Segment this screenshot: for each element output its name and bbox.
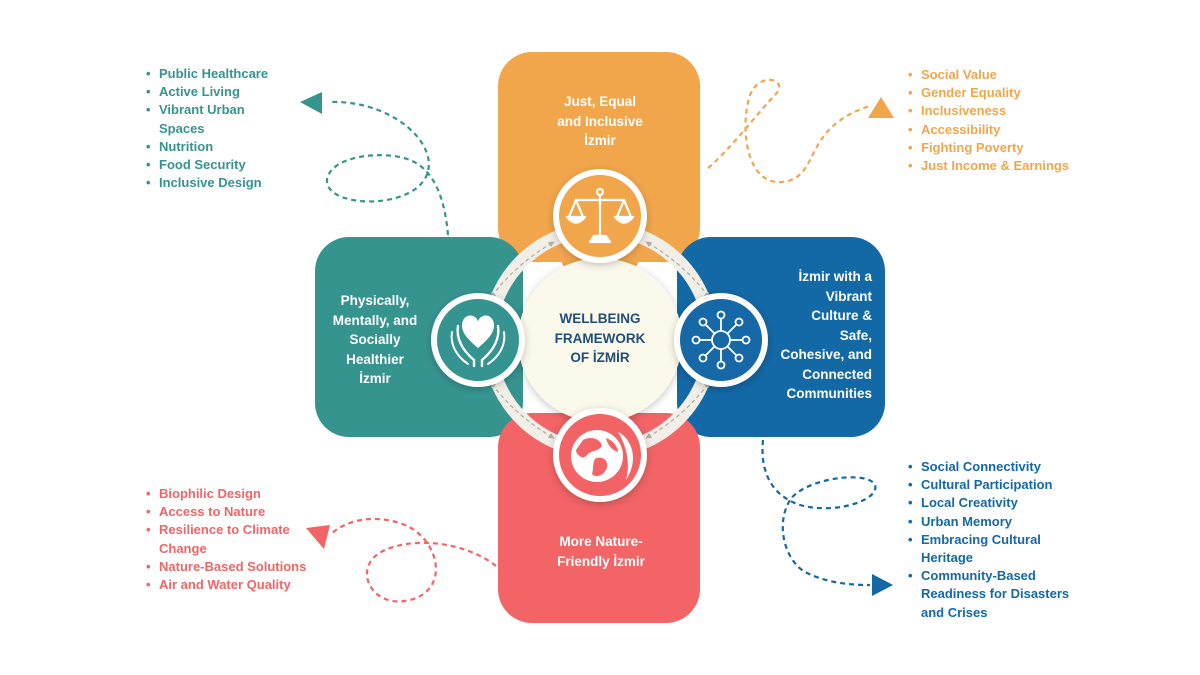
list-item: Inclusive Design (146, 174, 316, 192)
list-item: Access to Nature (146, 503, 326, 521)
loop-connector-teal (300, 92, 450, 236)
arrowhead-icon (868, 97, 894, 118)
icon-circle-bottom (553, 408, 647, 502)
arrowhead-icon (872, 574, 893, 596)
icon-circle-right (674, 293, 768, 387)
list-item: Active Living (146, 83, 316, 101)
icon-circle-top (553, 169, 647, 263)
list-item: Social Value (908, 66, 1108, 84)
icon-circle-left (431, 293, 525, 387)
list-item: Inclusiveness (908, 102, 1108, 120)
loop-connector-orange (707, 78, 894, 184)
list-item: Local Creativity (908, 494, 1088, 512)
list-item: Accessibility (908, 121, 1108, 139)
list-item: Air and Water Quality (146, 576, 326, 594)
heart-in-hands-icon (450, 315, 506, 368)
list-item: Food Security (146, 156, 316, 174)
list-item: Social Connectivity (908, 458, 1088, 476)
nature-topics-list: Biophilic Design Access to Nature Resili… (146, 485, 326, 594)
list-item: Urban Memory (908, 513, 1088, 531)
loop-connector-blue (761, 439, 893, 596)
list-item: Nature-Based Solutions (146, 558, 326, 576)
list-item: Fighting Poverty (908, 139, 1108, 157)
earth-globe-leaf-icon (571, 430, 633, 482)
petal-label-nature-friendly: More Nature-Friendly İzmir (557, 534, 645, 569)
list-item: Gender Equality (908, 84, 1108, 102)
list-item: Biophilic Design (146, 485, 326, 503)
center-circle (518, 258, 682, 422)
culture-topics-list: Social Connectivity Cultural Participati… (908, 458, 1088, 622)
scales-of-justice-icon (565, 187, 635, 244)
list-item: Public Healthcare (146, 65, 316, 83)
community-network-icon (691, 310, 751, 370)
list-item: Nutrition (146, 138, 316, 156)
equality-topics-list: Social Value Gender Equality Inclusivene… (908, 66, 1108, 175)
list-item: Cultural Participation (908, 476, 1088, 494)
connector-arrows (490, 241, 710, 439)
list-item: Just Income & Earnings (908, 157, 1108, 175)
loop-connector-red (306, 517, 497, 603)
health-topics-list: Public Healthcare Active Living Vibrant … (146, 65, 316, 193)
